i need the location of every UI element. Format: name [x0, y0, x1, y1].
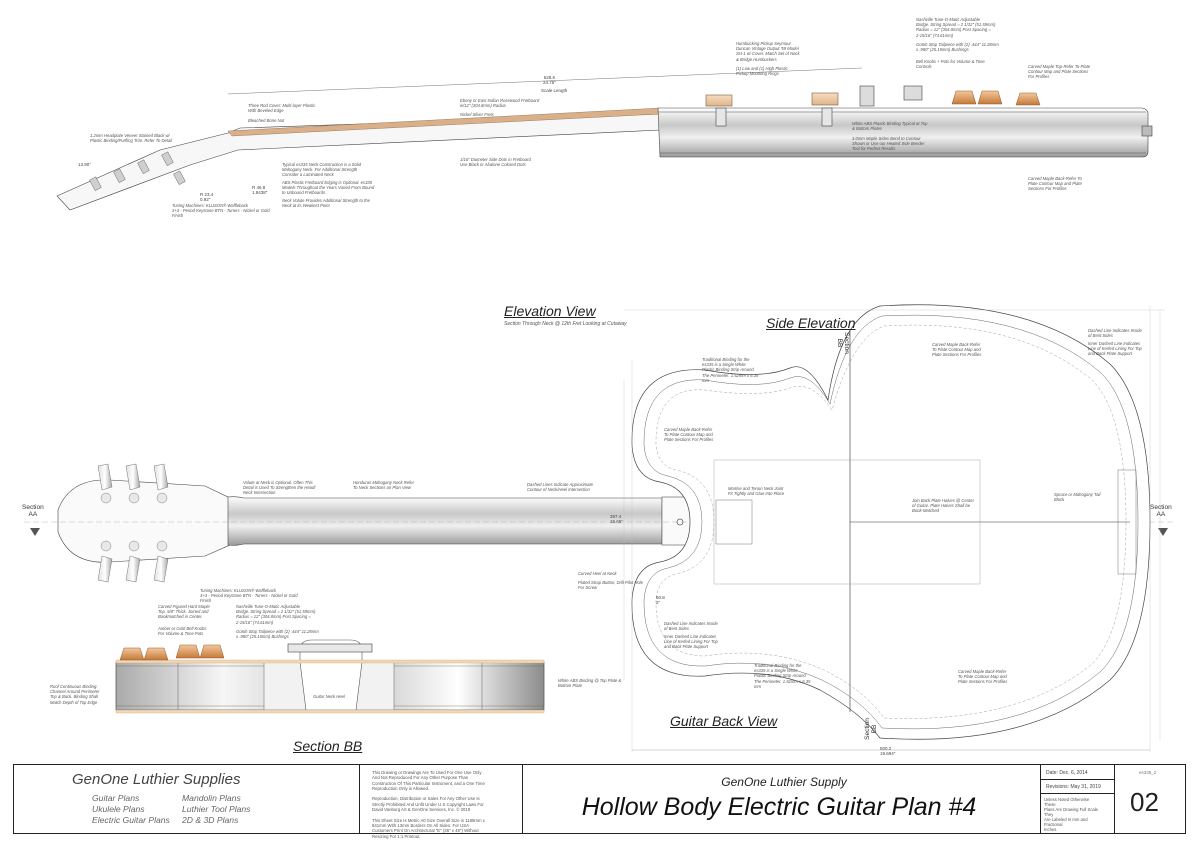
note-traditional-binding: Traditional Binding for the es335 is a S… — [702, 357, 759, 383]
note-amber-knobs: Amber or Gold Bell Knobs For Volume & To… — [158, 626, 207, 637]
note-sides: 3.0mm Maple Sides Bend to Contour Shown … — [852, 136, 925, 152]
note-spruce-block: Spruce or Mahogany Tail Block — [1054, 492, 1101, 503]
note-fretboard: Ebony or East Indian Rosewood Fretboard … — [460, 98, 540, 109]
note-tuners-plan: Tuning Machines: KLUSON® Waffleback 3+3 … — [200, 588, 298, 604]
note-curved-heel: Curved Heel at Neck — [578, 571, 617, 576]
guitar-back-body — [623, 304, 1165, 752]
depth-dimension: 397.4 15.65" — [610, 514, 623, 524]
note-carved-back-top: Carved Maple Back-Refer To Plate Contour… — [1028, 176, 1082, 192]
note-carved-top: Carved Maple Top-Refer To Plate Contour … — [1028, 64, 1091, 80]
brand-item-mandolin-plans: Mandolin Plans — [182, 793, 241, 803]
title-block-divider — [522, 765, 523, 833]
note-stop-tail: Gotoh Stop Tailpiece with (2) .444" 11.2… — [916, 42, 999, 53]
note-tom-bridge-bb: Nashville Tune-O-Matic Adjustable Bridge… — [236, 604, 316, 625]
note-nut: Bleached Bone Nut — [248, 118, 285, 123]
note-guitar-neck-heel: Guitar Neck Heel — [313, 694, 345, 699]
elevation-view-title: Elevation View — [504, 303, 596, 319]
note-inner-dashed: Inner Dashed Line Indicates Line of Kerf… — [664, 634, 718, 650]
legal-notice: This Drawing or Drawings Are To Used For… — [372, 770, 485, 839]
note-traditional-binding-low: Traditional Binding for the es335 is a S… — [754, 663, 811, 689]
sheet-number: 02 — [1130, 787, 1159, 817]
brand-item-luthier-tool-plans: Luthier Tool Plans — [182, 804, 251, 814]
note-dashed-bent: Dashed Line Indicates Inside of Bent Sid… — [664, 621, 718, 632]
note-carved-figured: Carved Figured Hard Maple Top. 5/8" Thic… — [158, 604, 210, 620]
note-carved-back-left: Carved Maple Back-Refer To Plate Contour… — [664, 427, 714, 443]
radius-dimension-b: R 46.8 1.8438" — [252, 185, 268, 195]
note-strap-button: Plated Strap Button, Drill Pilot Hole Fo… — [578, 580, 643, 591]
note-stop-tail-bb: Gotoh Stop Tailpiece with (2) .444" 11.2… — [236, 629, 319, 640]
brand-item-electric-guitar-plans: Electric Guitar Plans — [92, 815, 170, 825]
lower-dimension: 50.8 2" — [656, 595, 665, 605]
note-dashed-bent-right: Dashed Line Indicates Inside of Bent Sid… — [1088, 328, 1142, 339]
section-bb-drawing — [115, 639, 545, 714]
note-side-dots: 1/16" Diameter Side Dots in Fretboard Us… — [460, 157, 531, 168]
section-bb-label-bottom: Section BB — [863, 718, 878, 740]
plan-title: Hollow Body Electric Guitar Plan #4 — [581, 793, 977, 821]
title-block-divider — [359, 765, 360, 833]
title-block: GenOne Luthier Supplies Guitar Plans Uku… — [13, 764, 1186, 839]
scale-length-dimension: 628.6 24.75" — [543, 75, 556, 85]
note-white-abs-bb: White ABS Binding @ Top Plate & Bottom P… — [558, 678, 622, 689]
brand-item-ukulele-plans: Ukulele Plans — [92, 804, 145, 814]
note-pickup-rings: (1) Low and (1) High Plastic Pickup Moun… — [736, 66, 788, 77]
revisions-cell: Revisions: May 31, 2019 — [1046, 784, 1101, 790]
brand-name: GenOne Luthier Supplies — [72, 771, 241, 788]
note-tom-bridge: Nashville Tune-O-Matic Adjustable Bridge… — [916, 17, 996, 38]
note-carved-back-lower: Carved Maple Back-Refer To Plate Contour… — [958, 669, 1008, 685]
note-frets: Nickel Silver Frets — [460, 112, 494, 117]
note-headplate: 1.2mm Headplate Veneer Stained Black w/ … — [90, 133, 173, 144]
note-truss-cover: Three Rod Cover: Multi-layer Plastic Wit… — [248, 103, 316, 114]
title-block-divider — [1040, 765, 1041, 833]
note-neck-volute: Neck Volute Provides Additional Strength… — [282, 198, 370, 209]
note-honduras-neck: Honduras Mahogany Neck Refer To Neck Sec… — [353, 480, 414, 491]
side-elevation-title: Side Elevation — [766, 315, 856, 331]
section-aa-label-left: Section AA — [22, 504, 44, 518]
section-bb-title: Section BB — [293, 738, 363, 754]
headstock-angle: 13.90° — [78, 162, 92, 167]
note-carved-back-right: Carved Maple Back-Refer To Plate Contour… — [932, 342, 982, 358]
brand-item-guitar-plans: Guitar Plans — [92, 793, 140, 803]
note-back-plate: Join Back Plate Halves @ Center of Guita… — [912, 498, 974, 514]
note-pickups: Humbucking Pickup Seymour Duncan Vintage… — [736, 41, 800, 62]
company-name: GenOne Luthier Supply — [721, 775, 847, 789]
radius-dimension-a: R 23.4 0.92" — [200, 192, 214, 202]
note-abs-binding: ABS Plastic Fretboard Edging is Optional… — [282, 180, 375, 196]
drawing-ref-code: es335_2 — [1139, 770, 1157, 775]
note-mortise: Mortise and Tenon Neck Joint Fit Tightly… — [728, 486, 785, 497]
note-inner-dashed-right: Inner Dashed Line Indicates Line of Kerf… — [1088, 341, 1142, 357]
note-roof-binding: Roof Continuous Binding: Channel Around … — [50, 684, 100, 705]
note-dashed-lines: Dashed Lines Indicate Approximate Contou… — [527, 482, 593, 493]
note-white-abs-top: White ABS Plastic Binding Typical at Top… — [852, 121, 928, 132]
scale-length-label: Scale Length — [541, 88, 568, 93]
elevation-view-subtitle: Section Through Neck @ 12th Fret Looking… — [504, 321, 627, 327]
note-neck-construction: Typical es335 Neck Construction is a Sol… — [282, 162, 362, 178]
brand-item-2d-3d-plans: 2D & 3D Plans — [182, 815, 239, 825]
note-tuners-top: Tuning Machines: KLUSON® Waffleback 3+3 … — [172, 203, 270, 219]
scale-note: Unless Noted Otherwise These Plans Are D… — [1044, 797, 1100, 832]
section-aa-label-right: Section AA — [1150, 504, 1172, 518]
section-bb-label-top: Section BB — [835, 332, 850, 354]
side-elevation-neck-profile — [56, 67, 1153, 211]
title-block-divider — [1114, 765, 1115, 833]
guitar-back-view-title: Guitar Back View — [670, 713, 778, 729]
note-volute-plan: Volute at Neck is Optional. Often This D… — [243, 480, 316, 496]
date-cell: Date: Dec. 6, 2014 — [1046, 770, 1088, 776]
width-dimension: 500.2 19.694" — [880, 746, 896, 756]
note-bell-knobs: Bell Knobs + Pots for Volume & Tone Cont… — [916, 59, 985, 70]
